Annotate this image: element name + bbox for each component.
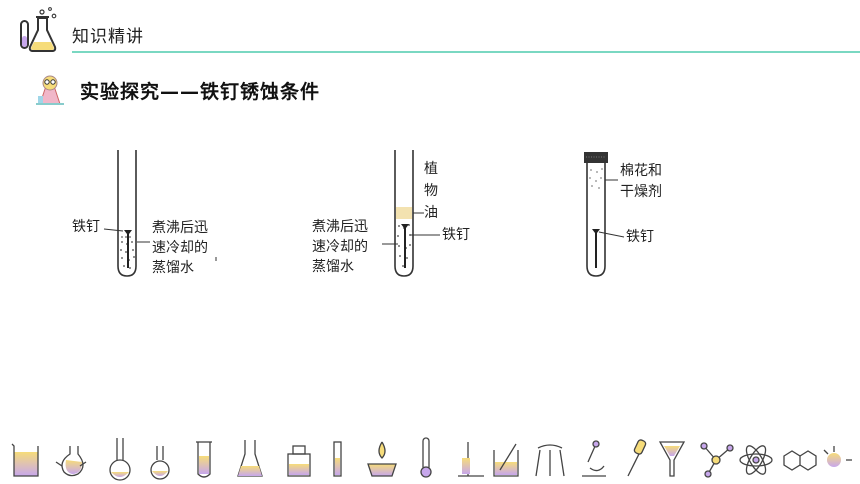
tube1-water-label-line1: 煮沸后迅 (152, 220, 208, 236)
microscope-icon (582, 440, 606, 477)
header-title: 知识精讲 (72, 27, 144, 47)
test-tube-2 (382, 150, 440, 277)
round-flask-icon (55, 446, 87, 477)
tube3-desiccant-label-line2: 干燥剂 (620, 184, 662, 200)
iron-stand-icon (458, 442, 484, 477)
tube3-desiccant-label-line1: 棉花和 (620, 163, 662, 179)
thermometer-icon (420, 437, 432, 478)
tripod-icon (535, 444, 565, 477)
tube3-nail-label: 铁钉 (626, 229, 654, 245)
tube2-oil-label-line2: 物 (424, 183, 438, 199)
tube2-nail (401, 224, 409, 268)
tube1-water-label-line3: 蒸馏水 (152, 260, 194, 276)
sparkle-icon (823, 446, 852, 467)
dropper-icon (627, 439, 647, 477)
tube2-nail-label: 铁钉 (442, 227, 470, 243)
test-tube-icon (196, 441, 212, 478)
tube3-cotton-desiccant (589, 168, 603, 189)
thin-tube-icon (333, 441, 342, 477)
tube1-water-label-line2: 速冷却的 (152, 240, 208, 256)
conical-flask-icon (237, 440, 263, 477)
round-bottom-flask-icon (150, 446, 170, 480)
tube2-water-label-line3: 蒸馏水 (312, 259, 354, 275)
funnel-icon (658, 441, 686, 477)
tube2-water-label-line1: 煮沸后迅 (312, 219, 368, 235)
tube2-oil-label-line1: 植 (424, 161, 438, 177)
tube3-nail (592, 229, 600, 268)
reagent-bottle-icon (287, 445, 311, 477)
test-tube-3 (584, 152, 625, 277)
header-divider (72, 51, 860, 53)
footer-icon-strip (11, 437, 852, 481)
atom-icon (739, 445, 773, 475)
alcohol-lamp-icon (367, 441, 397, 477)
lab-flask-header-icon (20, 7, 57, 52)
volumetric-flask-icon (109, 438, 131, 481)
tube1-nail (124, 230, 132, 268)
hexagon-structure-icon (783, 450, 817, 471)
scientist-icon (36, 75, 64, 105)
test-tube-1 (103, 150, 217, 277)
tube2-oil-label-line3: 油 (424, 205, 438, 221)
section-title: 实验探究——铁钉锈蚀条件 (80, 81, 321, 103)
tube2-water-label-line2: 速冷却的 (312, 239, 368, 255)
molecule-icon (700, 442, 734, 478)
tube1-nail-label: 铁钉 (72, 219, 100, 235)
beaker-icon (11, 443, 39, 477)
tube2-oil-layer (396, 207, 412, 219)
beaker-with-rod-icon (493, 443, 519, 477)
